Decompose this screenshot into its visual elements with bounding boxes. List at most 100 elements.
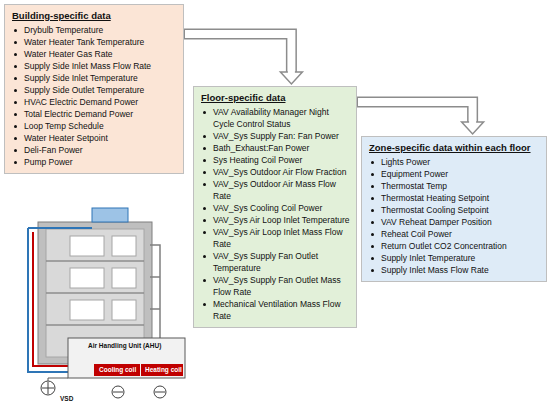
list-item: VAV_Sys Supply Fan Outlet Temperature [201,250,350,274]
arrow-head [462,122,484,134]
item-text: Water Heater Gas Rate [24,48,177,60]
list-item: Supply Side Outlet Temperature [12,84,177,96]
item-text: Return Outlet CO2 Concentration [381,240,540,252]
list-item: Pump Power [12,156,177,168]
bullet [371,185,374,188]
bullet [14,137,17,140]
bullet [14,125,17,128]
office-rooms [70,236,136,320]
bullet [14,65,17,68]
list-item: Mechanical Ventilation Mass Flow Rate [201,298,350,322]
bullet [14,101,17,104]
bullet [203,255,206,258]
list-item: VAV Reheat Damper Position [369,216,540,228]
list-item: Deli-Fan Power [12,144,177,156]
bullet [203,147,206,150]
item-text: VAV_Sys Supply Fan Outlet Temperature [213,250,350,274]
zone-data-box: Zone-specific data within each floorLigh… [361,136,547,282]
list-item: VAV_Sys Air Loop Inlet Temperature [201,214,350,226]
list-item: Thermostat Heating Setpoint [369,192,540,204]
item-text: Reheat Coil Power [381,228,540,240]
list-item: Drybulb Temperature [12,24,177,36]
list-item: Supply Inlet Temperature [369,252,540,264]
heating-coil [141,364,183,376]
bullet [203,219,206,222]
item-text: Deli-Fan Power [24,144,177,156]
box-heading: Floor-specific data [201,92,350,104]
cooling-coil [94,364,140,376]
flow-arrow [357,102,484,134]
item-text: VAV_Sys Supply Fan: Fan Power [213,130,350,142]
list-item: Loop Temp Schedule [12,120,177,132]
item-text: Sys Heating Coil Power [213,154,350,166]
item-text: Supply Inlet Mass Flow Rate [381,264,540,276]
bullet [203,231,206,234]
air-handling-unit [68,338,185,378]
bullet [203,171,206,174]
box-heading: Building-specific data [12,10,177,22]
fan-duct [48,378,68,381]
list-item: Equipment Power [369,168,540,180]
bullet [14,41,17,44]
list-item: Total Electric Demand Power [12,108,177,120]
coil-label: Cooling coil [97,366,138,374]
flow-arrow [184,34,302,84]
air-ducts [150,245,160,340]
list-item: Thermostat Cooling Setpoint [369,204,540,216]
item-text: Lights Power [381,156,540,168]
bullet [371,221,374,224]
bullet [203,279,206,282]
list-item: Water Heater Gas Rate [12,48,177,60]
bullet [14,77,17,80]
bullet [371,269,374,272]
building-data-box: Building-specific dataDrybulb Temperatur… [4,4,184,174]
floor-slabs [46,261,144,325]
list-item: VAV_Sys Outdoor Air Mass Flow Rate [201,178,350,202]
arrow-outline [184,34,291,73]
arrow-joint [469,121,476,123]
bullet [371,209,374,212]
item-text: Equipment Power [381,168,540,180]
list-item: VAV_Sys Outdoor Air Flow Fraction [201,166,350,178]
bullet [203,111,206,114]
item-text: Supply Inlet Temperature [381,252,540,264]
arrow-fill [358,102,473,124]
item-text: Total Electric Demand Power [24,108,177,120]
list-item: VAV_Sys Cooling Coil Power [201,202,350,214]
bullet [14,89,17,92]
bullet [203,135,206,138]
bullet [14,113,17,116]
cooling-tower [92,208,128,222]
arrow-fill [185,34,291,74]
item-text: Pump Power [24,156,177,168]
coil-label: Heating coil [143,366,184,374]
bullet [203,303,206,306]
list-item: Lights Power [369,156,540,168]
item-text: Thermostat Cooling Setpoint [381,204,540,216]
box-heading: Zone-specific data within each floor [369,142,540,154]
bullet [203,207,206,210]
list-item: VAV_Sys Air Loop Inlet Mass Flow Rate [201,226,350,250]
list-item: Bath_Exhaust:Fan Power [201,142,350,154]
bullet [371,257,374,260]
list-item: Reheat Coil Power [369,228,540,240]
item-text: Thermostat Heating Setpoint [381,192,540,204]
list-item: HVAC Electric Demand Power [12,96,177,108]
bullet [203,183,206,186]
list-item: VAV_Sys Supply Fan: Fan Power [201,130,350,142]
item-text: Supply Side Outlet Temperature [24,84,177,96]
list-item: Supply Inlet Mass Flow Rate [369,264,540,276]
item-text: Supply Side Inlet Mass Flow Rate [24,60,177,72]
list-item: Return Outlet CO2 Concentration [369,240,540,252]
floor-data-box: Floor-specific dataVAV Availability Mana… [193,86,357,328]
ahu-label: Air Handling Unit (AHU) [86,342,163,350]
item-text: Mechanical Ventilation Mass Flow Rate [213,298,350,322]
list-item: Water Heater Tank Temperature [12,36,177,48]
item-text: Supply Side Inlet Temperature [24,72,177,84]
item-text: Water Heater Tank Temperature [24,36,177,48]
list-item: Supply Side Inlet Temperature [12,72,177,84]
item-text: VAV_Sys Outdoor Air Mass Flow Rate [213,178,350,202]
bullet [371,173,374,176]
bullet [14,161,17,164]
bullet [371,233,374,236]
